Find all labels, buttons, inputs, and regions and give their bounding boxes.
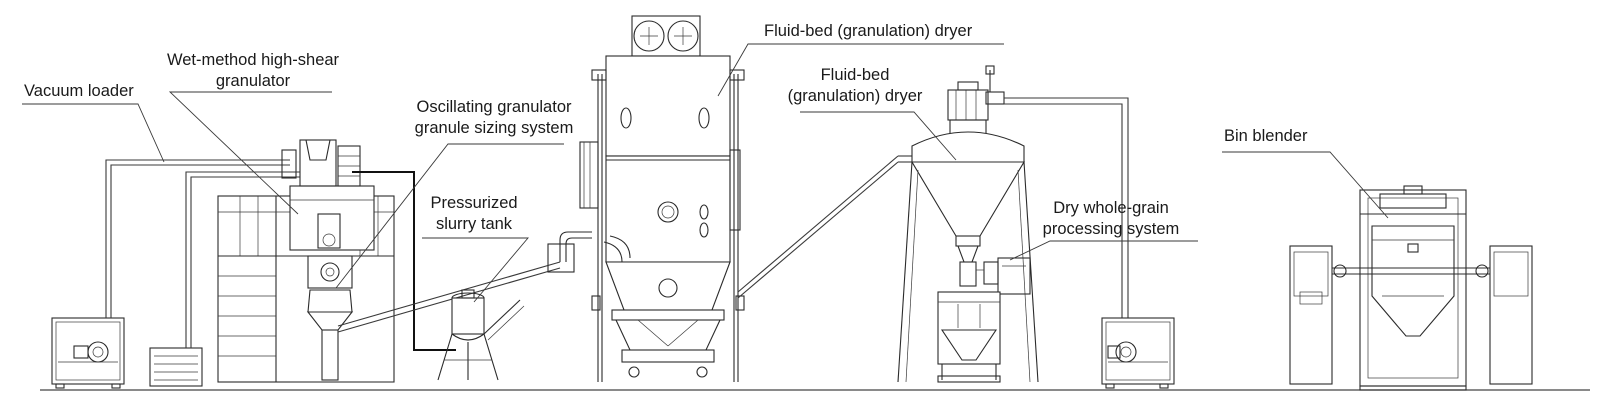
label-fluid-bed-top: Fluid-bed (granulation) dryer [764, 22, 973, 40]
fluid-bed-dryer-small [897, 65, 1039, 383]
fluid-bed-dryer-large [547, 15, 745, 382]
leader-lines [22, 43, 1389, 303]
vacuum-pipes-left [105, 159, 300, 348]
transfer-pipe-to-second-dryer [737, 155, 912, 299]
vacuum-loader-unit-right [1101, 317, 1175, 389]
vacuum-pipes-right [1004, 97, 1129, 318]
granule-transfer-pipe [337, 261, 561, 333]
pressurized-slurry-tank [437, 289, 525, 381]
label-dry-grain-line2: processing system [1043, 220, 1180, 238]
label-slurry-line1: Pressurized [430, 194, 517, 212]
label-fluid-bed-line1: Fluid-bed [821, 66, 890, 84]
vacuum-loader-unit-left [51, 317, 125, 389]
control-cabinet-small [149, 347, 203, 387]
labels: Vacuum loader Wet-method high-shear gran… [24, 22, 1308, 238]
label-vacuum-loader: Vacuum loader [24, 82, 134, 100]
slurry-feed-pipe [352, 171, 456, 351]
bin-blender [1289, 185, 1533, 391]
label-granulator-line2: granulator [216, 72, 291, 90]
label-bin-blender: Bin blender [1224, 127, 1308, 145]
label-dry-grain-line1: Dry whole-grain [1053, 199, 1169, 217]
label-slurry-line2: slurry tank [436, 215, 513, 233]
label-oscillating-line2: granule sizing system [415, 119, 574, 137]
label-fluid-bed-line2: (granulation) dryer [788, 87, 923, 105]
high-shear-granulator [217, 139, 395, 383]
label-oscillating-line1: Oscillating granulator [417, 98, 572, 116]
label-granulator-line1: Wet-method high-shear [167, 51, 340, 69]
